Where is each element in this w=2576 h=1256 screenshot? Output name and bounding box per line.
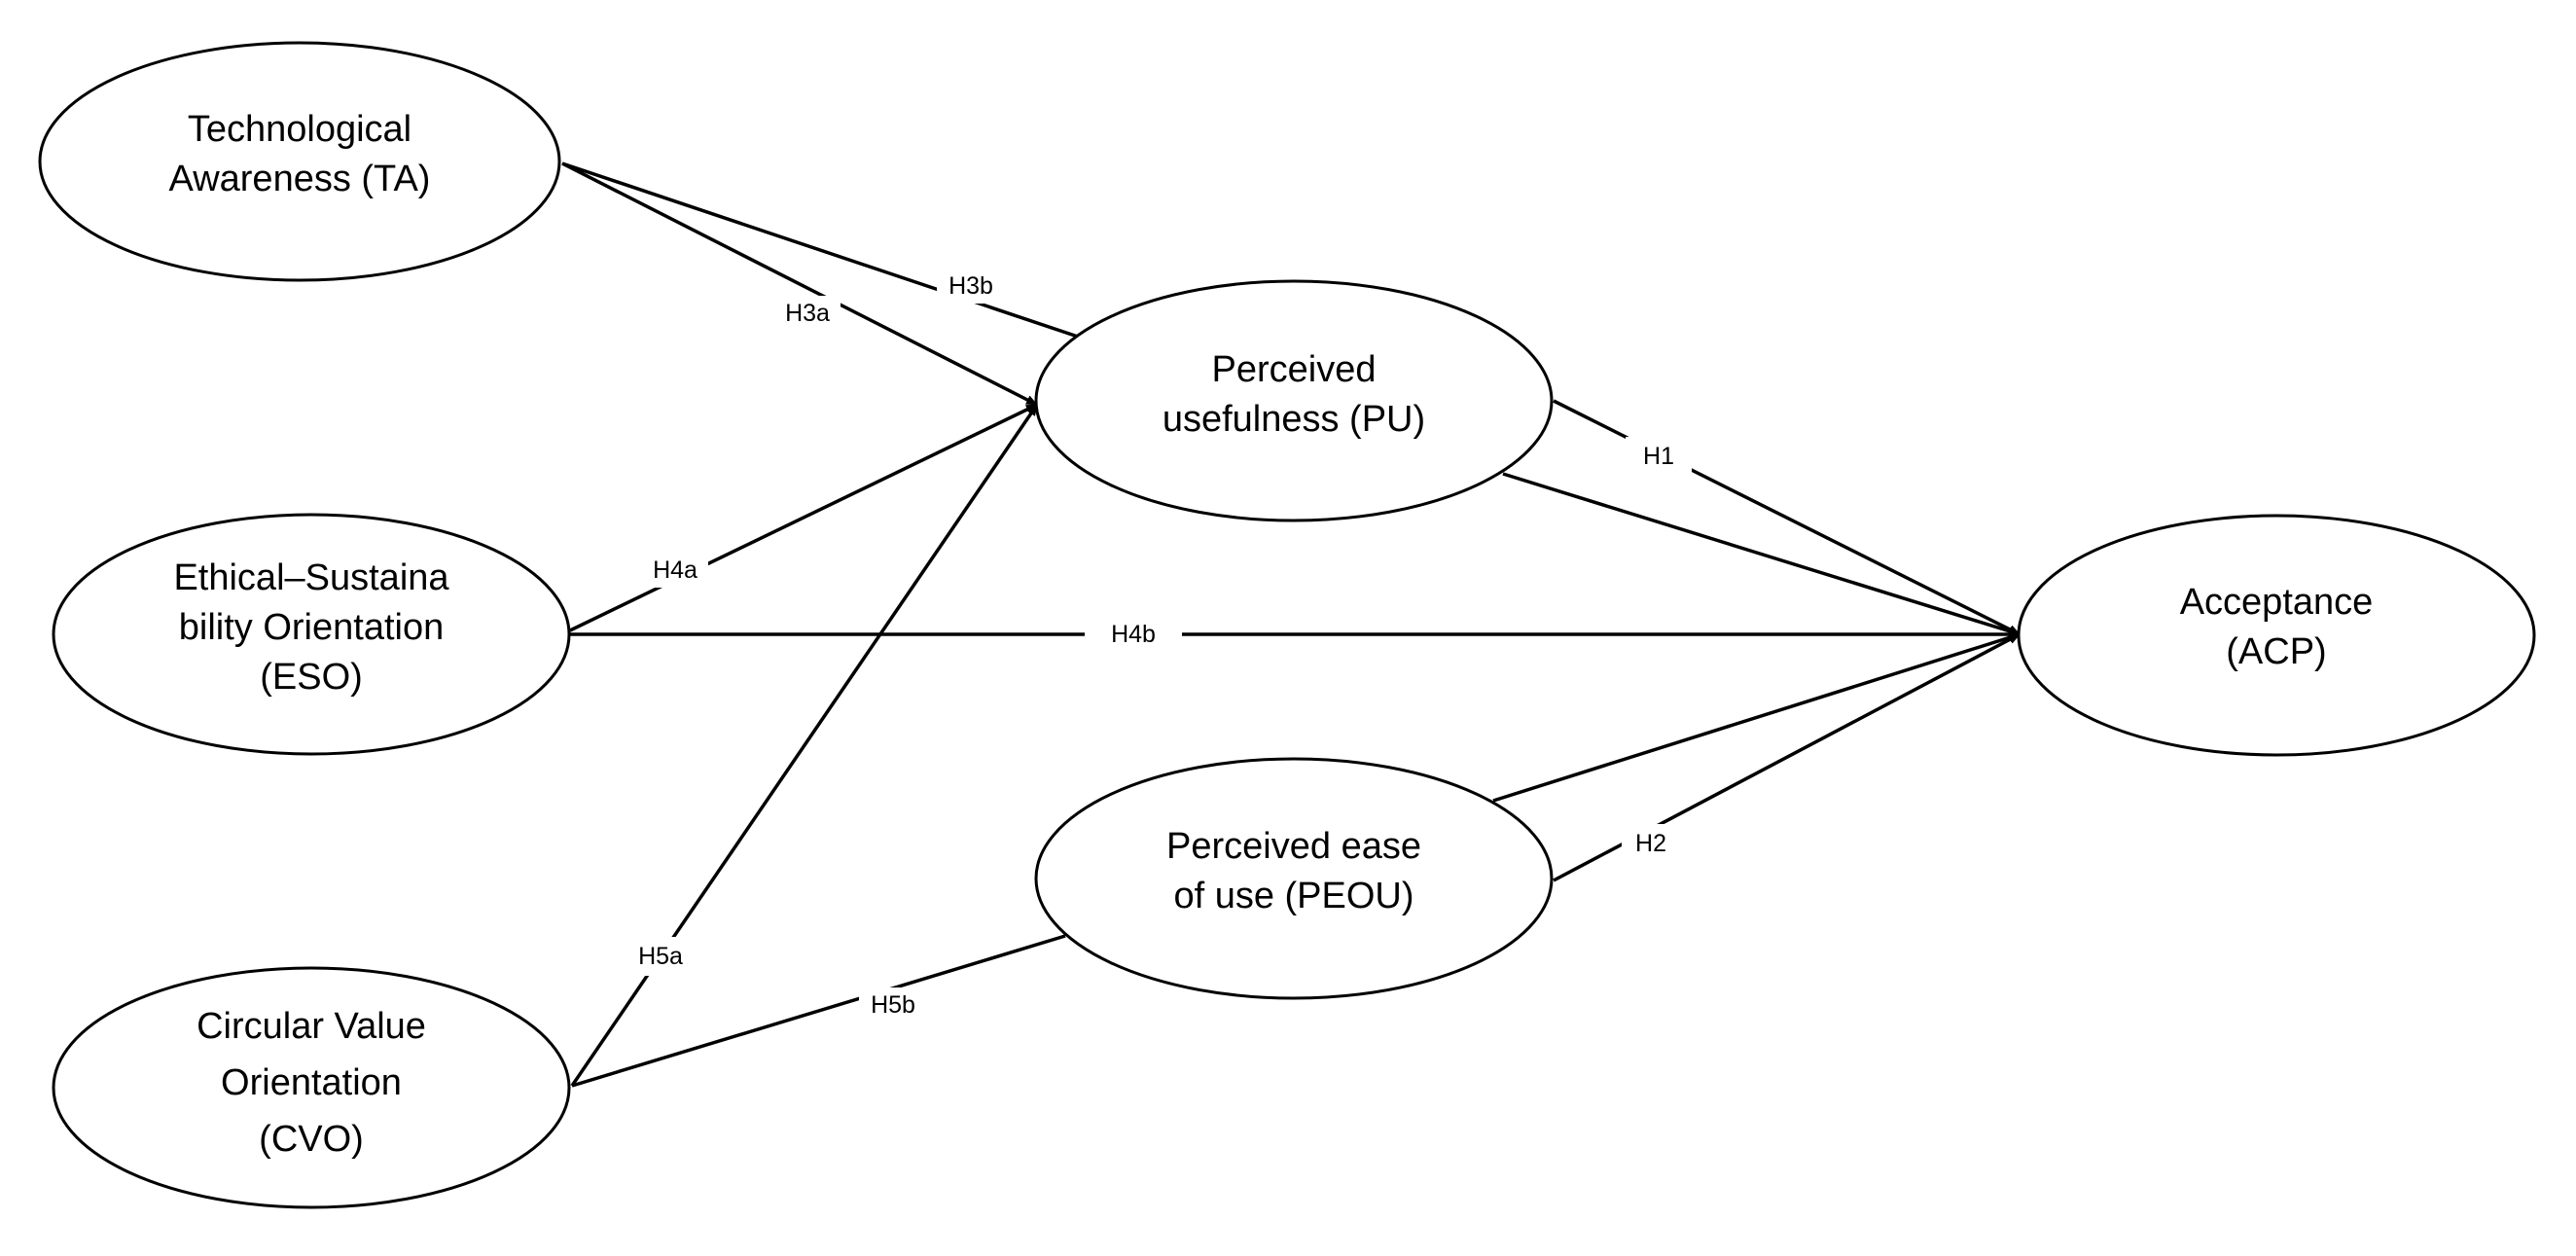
construct-label-line: (CVO) [259,1119,364,1160]
construct-label-line: usefulness (PU) [1163,399,1425,440]
edge-label-h2: H2 [1635,830,1666,857]
construct-label-line: Circular Value [197,1006,426,1047]
edge-label-background [859,987,927,1023]
construct-label-line: Awareness (TA) [169,159,431,199]
construct-label-line: Acceptance [2180,582,2374,623]
construct-label-line: Ethical–Sustaina [173,557,449,598]
edge-label-background [627,937,694,976]
edge-label-background [1085,615,1182,654]
construct-label-line: bility Orientation [179,607,444,648]
edge-h5a-line [570,404,1039,1087]
construct-ellipse [52,513,571,756]
construct-ellipse [38,41,561,282]
construct-label-line: Perceived [1212,349,1377,390]
construct-label-line: Technological [188,109,411,150]
construct-ellipse [1034,279,1554,522]
construct-ellipse [2017,514,2536,757]
edge-label-background [642,553,708,588]
edge-h1-line [1553,399,2021,636]
construct-node-acp: Acceptance (ACP) [2017,514,2536,757]
edge-h3b-line [561,161,1079,339]
construct-label-line: Orientation [221,1062,402,1103]
edge-label-background [774,296,841,331]
edge-label-background [1622,824,1680,863]
edge-h5b-line [571,934,1066,1088]
construct-node-peou: Perceived ease of use (PEOU) [1034,757,1554,1000]
edge-label-h3a: H3a [785,300,830,327]
construct-label-line: of use (PEOU) [1173,876,1413,916]
edge-label-h4a: H4a [653,556,698,584]
edge-label-h1: H1 [1643,443,1674,470]
construct-label-line: (ACP) [2226,631,2326,672]
edge-label-h3b: H3b [948,272,993,300]
construct-ellipse [52,966,571,1209]
edge-label-background [937,269,1005,304]
edge-pu-acp-line [1502,472,2021,636]
edge-h4a-line [569,403,1038,632]
edge-label-h4b: H4b [1111,621,1156,648]
edge-h3a-line [561,161,1038,407]
construct-label-line: (ESO) [260,657,363,698]
edge-label-background [1626,437,1692,476]
edge-label-h5a: H5a [638,943,683,970]
construct-label-line: Perceived ease [1166,826,1421,867]
construct-ellipse [1034,757,1554,1000]
edge-peou-acp-line [1492,632,2021,803]
construct-node-eso: Ethical–Sustaina bility Orientation (ESO) [52,513,571,756]
edge-label-h5b: H5b [871,991,915,1019]
construct-node-pu: Perceived usefulness (PU) [1034,279,1554,522]
